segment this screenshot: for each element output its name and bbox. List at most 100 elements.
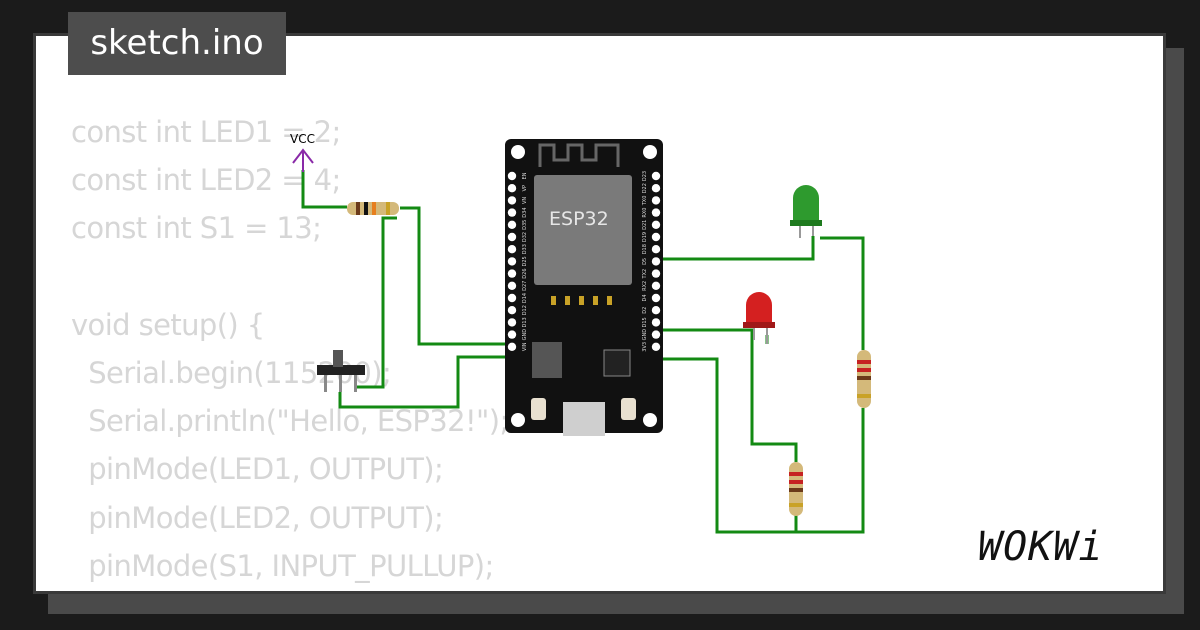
wokwi-logo: WOKWi <box>978 524 1104 570</box>
pin-label: D19 <box>642 232 648 242</box>
pin-tx2[interactable] <box>651 269 661 278</box>
pin-label: D2 <box>642 307 648 314</box>
code-line: const int LED1 = 2; <box>71 115 341 149</box>
wire-d2-resistor <box>656 328 798 462</box>
esp32-board[interactable]: ESP32 ENVPVND34D35D32D33D25D26D27D14D12D… <box>505 139 663 436</box>
pin-d15[interactable] <box>651 318 661 327</box>
green-led[interactable] <box>790 185 822 238</box>
en-button <box>621 398 636 420</box>
pin-label: D25 <box>522 256 528 266</box>
code-line: const int LED2 = 4; <box>71 163 341 198</box>
pin-label: D13 <box>522 317 528 327</box>
pin-label: TX2 <box>642 269 648 280</box>
wire-led-green-resistor <box>820 236 865 350</box>
pin-label: D23 <box>642 171 648 181</box>
board-label: ESP32 <box>549 208 609 230</box>
code-line: const int S1 = 13; <box>71 211 322 246</box>
pin-label: D27 <box>522 281 528 291</box>
pin-rx0[interactable] <box>651 208 661 217</box>
pin-3v3[interactable] <box>651 342 661 351</box>
pin-d21[interactable] <box>651 220 661 229</box>
pin-label: D15 <box>642 317 648 327</box>
pin-d22[interactable] <box>651 184 661 193</box>
pin-gnd[interactable] <box>651 330 661 339</box>
resistor-green-led[interactable] <box>857 350 871 408</box>
usb-chip <box>603 349 631 377</box>
wire-vcc-resistor <box>301 170 347 209</box>
pin-label: EN <box>522 172 528 179</box>
pin-label: TX0 <box>642 196 648 207</box>
usb-port <box>563 402 605 436</box>
pin-label: 3V3 <box>642 342 648 352</box>
antenna-icon <box>538 143 620 167</box>
vcc-symbol: VCC <box>290 132 315 172</box>
pin-label: RX2 <box>642 281 648 291</box>
pin-label: D5 <box>642 258 648 265</box>
resistor-red-led[interactable] <box>789 462 803 516</box>
code-line: void setup() { <box>71 307 265 342</box>
pin-label: VN <box>522 197 528 204</box>
wire-resistor-d13 <box>400 206 512 346</box>
pin-d32[interactable] <box>507 232 517 242</box>
pin-d19[interactable] <box>651 232 661 242</box>
pin-label: VIN <box>522 342 528 351</box>
pin-label: D12 <box>522 305 528 315</box>
pin-label: D32 <box>522 232 528 242</box>
wire-switch-gnd <box>338 355 512 409</box>
pin-label: GND <box>522 329 528 341</box>
pin-label: RX0 <box>642 208 648 218</box>
pin-label: VP <box>522 185 528 191</box>
pin-label: D18 <box>642 244 648 254</box>
pin-d33[interactable] <box>507 245 517 254</box>
pin-label: D14 <box>522 293 528 303</box>
pin-rx2[interactable] <box>651 281 661 290</box>
boot-button <box>531 398 546 420</box>
code-line: pinMode(LED2, OUTPUT); <box>71 500 444 535</box>
pin-label: D26 <box>522 268 528 278</box>
pin-d26[interactable] <box>507 269 517 278</box>
code-background: const int LED1 = 2; const int LED2 = 4; co… <box>71 108 509 591</box>
pin-label: D34 <box>522 207 528 217</box>
pin-d23[interactable] <box>651 171 661 181</box>
pin-d27[interactable] <box>507 281 517 290</box>
wires <box>301 170 865 534</box>
code-line: Serial.println("Hello, ESP32!"); <box>71 404 509 439</box>
svg-text:VCC: VCC <box>290 132 315 146</box>
pin-d12[interactable] <box>507 306 517 315</box>
left-pin-header: EN VP VN D34D35D32D33D25D26D27D14D12D13GNDV… <box>507 171 528 351</box>
pin-d2[interactable] <box>651 306 661 315</box>
pin-label: GND <box>642 329 648 341</box>
regulator-chip <box>532 342 562 378</box>
pin-label: D4 <box>642 294 648 301</box>
wire-switch-pullup <box>356 216 397 389</box>
esp32-module <box>534 175 632 285</box>
slide-switch[interactable] <box>317 350 365 392</box>
pin-d14[interactable] <box>507 293 517 303</box>
filename-tab: sketch.ino <box>68 12 286 75</box>
pin-d5[interactable] <box>651 257 661 266</box>
pin-label: D33 <box>522 244 528 254</box>
wire-d18-led-green <box>656 236 815 261</box>
red-led[interactable] <box>743 292 775 344</box>
pin-d13[interactable] <box>507 318 517 327</box>
pin-d18[interactable] <box>651 245 661 254</box>
pin-tx0[interactable] <box>651 196 661 205</box>
pin-d25[interactable] <box>507 257 517 266</box>
pin-vn[interactable] <box>507 196 517 205</box>
code-line: pinMode(LED1, OUTPUT); <box>71 452 444 487</box>
pin-label: D22 <box>642 183 648 193</box>
pin-d34[interactable] <box>507 208 517 217</box>
pin-vin[interactable] <box>507 342 517 351</box>
wire-gnd-resistors <box>656 357 865 534</box>
right-pin-header: D23D22TX0RX0D21D19D18D5TX2RX2D4D2D15GND3… <box>642 171 661 352</box>
pin-label: D21 <box>642 220 648 230</box>
pin-label: D35 <box>522 220 528 230</box>
pin-gnd[interactable] <box>507 330 517 339</box>
code-line: pinMode(S1, INPUT_PULLUP); <box>71 548 494 583</box>
pin-en[interactable] <box>507 171 517 181</box>
pullup-resistor[interactable] <box>347 202 399 215</box>
pin-d35[interactable] <box>507 220 517 229</box>
pin-vp[interactable] <box>507 184 517 193</box>
pin-d4[interactable] <box>651 293 661 303</box>
